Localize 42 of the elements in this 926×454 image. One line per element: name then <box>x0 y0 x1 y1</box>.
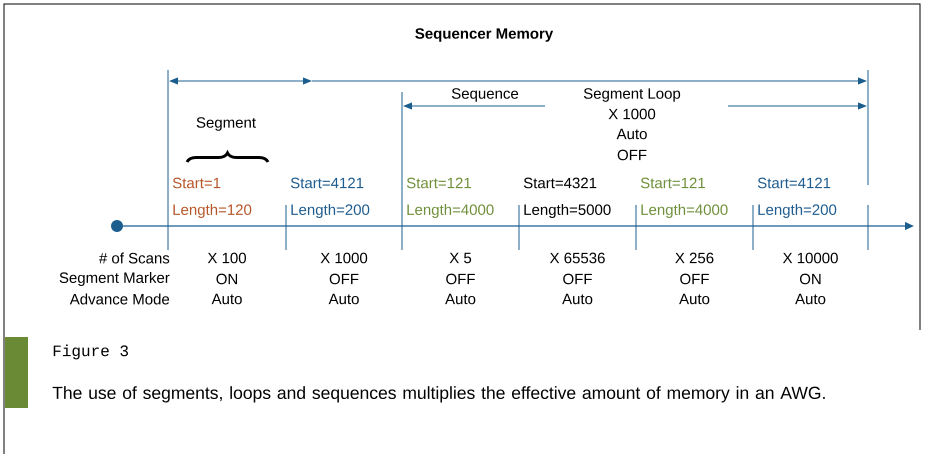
length-label: Length=200 <box>758 204 836 218</box>
segment-setting: X 1000 <box>320 252 368 264</box>
length-label: Length=120 <box>173 204 252 218</box>
start-label: Start=4321 <box>524 178 596 188</box>
start-label: Start=4121 <box>758 178 830 188</box>
segment-setting: X 256 <box>675 252 714 264</box>
segment-setting: OFF <box>563 274 592 284</box>
figure-number: Figure 3 <box>54 344 128 360</box>
segment-setting: ON <box>216 274 238 284</box>
start-label: Start=4121 <box>290 178 364 188</box>
segment-setting: Auto <box>562 294 592 304</box>
segment-setting: OFF <box>330 274 358 284</box>
row-heading: Advance Mode <box>70 293 170 304</box>
length-label: Length=200 <box>291 204 370 218</box>
loop-label: X 1000 <box>608 108 656 120</box>
segment-setting: X 10000 <box>782 252 838 264</box>
start-label: Start=121 <box>406 178 471 188</box>
loop-label: OFF <box>618 150 646 160</box>
sequence-label: Sequence <box>452 88 518 102</box>
segment-setting: Auto <box>328 294 359 304</box>
segment-setting: X 65536 <box>550 252 605 264</box>
segment-setting: Auto <box>212 294 242 304</box>
start-label: Start=1 <box>172 178 220 188</box>
segment-setting: Auto <box>445 294 476 304</box>
segment-setting: ON <box>800 274 821 284</box>
segment-setting: OFF <box>446 274 475 284</box>
segment-setting: Auto <box>795 294 826 304</box>
segment-setting: OFF <box>680 274 709 284</box>
segment-label: Segment <box>196 117 256 131</box>
segment-setting: X 5 <box>450 252 472 264</box>
segment-setting: X 100 <box>208 252 246 264</box>
loop-label: Segment Loop <box>584 88 680 102</box>
title: Sequencer Memory <box>415 28 554 42</box>
start-label: Start=121 <box>640 178 705 188</box>
row-heading: Segment Marker <box>60 272 170 286</box>
caption: The use of segments, loops and sequences multiplies the effective amount of memory in an AWG. <box>52 386 825 402</box>
length-label: Length=5000 <box>524 204 611 218</box>
length-label: Length=4000 <box>407 204 494 218</box>
row-heading: # of Scans <box>99 252 170 264</box>
segment-setting: Auto <box>679 294 710 304</box>
loop-label: Auto <box>616 128 647 140</box>
length-label: Length=4000 <box>641 204 728 218</box>
